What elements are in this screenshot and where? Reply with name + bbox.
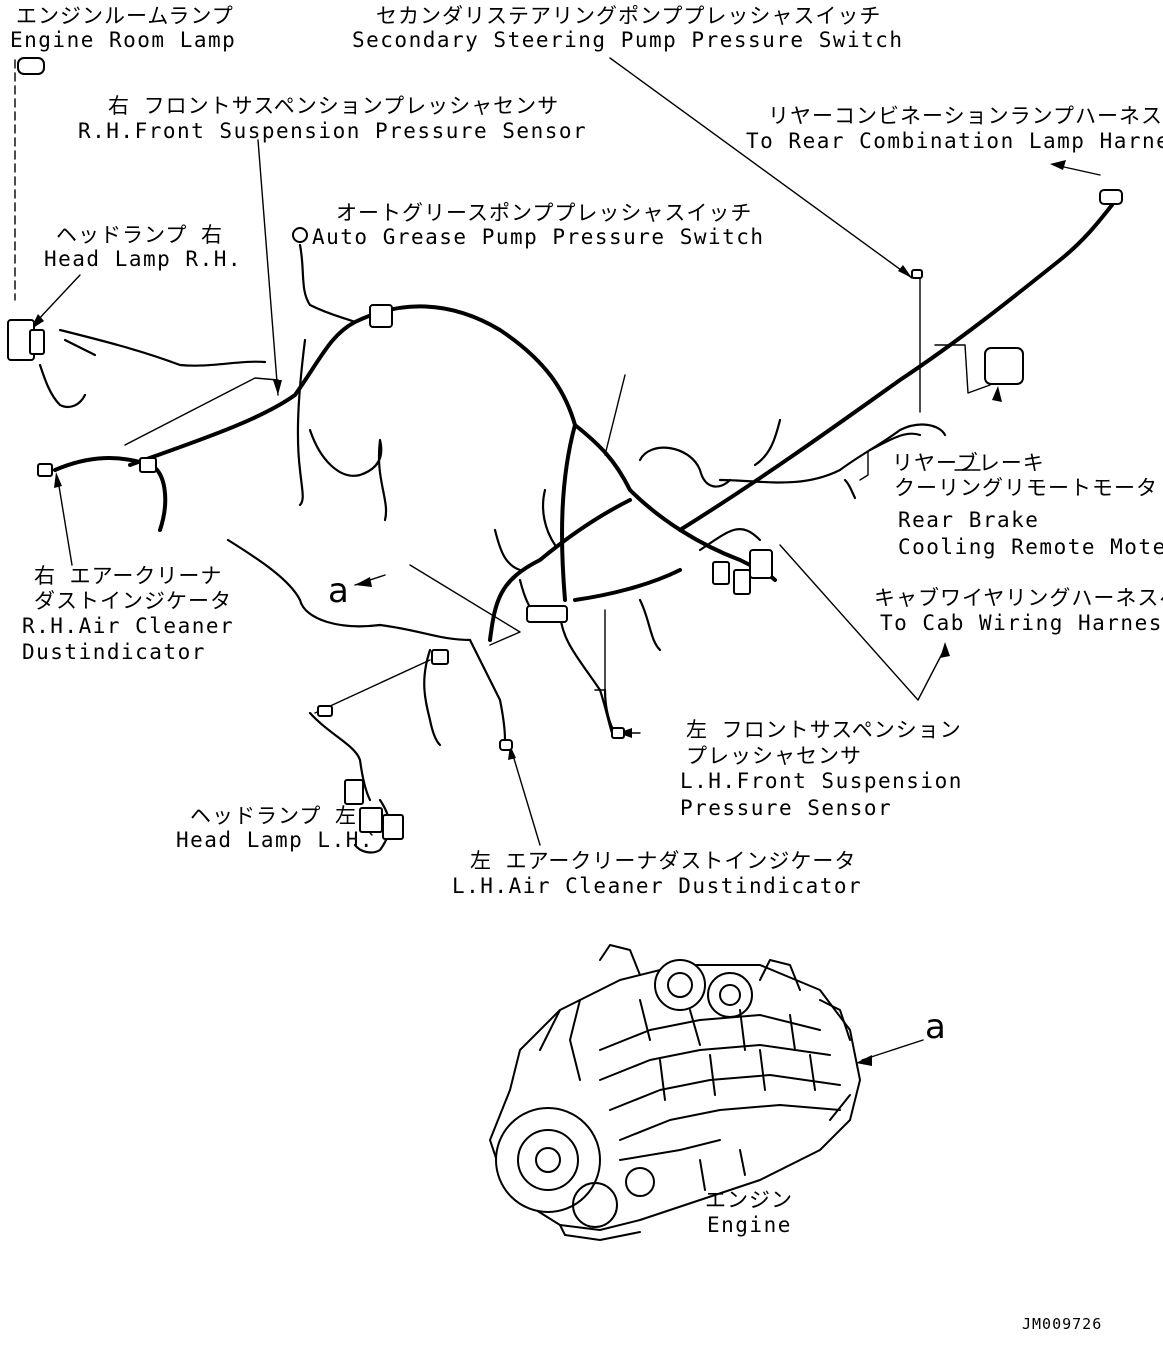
head-lamp-rh-label-jp: ヘッドランプ 右 <box>56 223 224 247</box>
engine-label: Engine <box>707 1213 792 1237</box>
arrow-heads <box>30 160 1066 1066</box>
detail-a-engine-callout: a <box>925 1007 946 1047</box>
rh-air-cleaner-label-jp-2: ダストインジケータ <box>34 589 232 613</box>
lh-front-suspension-label-1: L.H.Front Suspension <box>680 769 963 793</box>
cab-wiring-label-jp: キャブワイヤリングハーネスへ <box>874 586 1163 610</box>
lh-front-suspension-label-jp-2: プレッシャセンサ <box>686 744 862 768</box>
detail-a-callout: a <box>328 571 349 611</box>
auto-grease-label: Auto Grease Pump Pressure Switch <box>312 225 765 249</box>
drawing-code: JM009726 <box>1022 1315 1103 1333</box>
rear-combination-label: To Rear Combination Lamp Harness <box>746 129 1163 153</box>
secondary-steering-label: Secondary Steering Pump Pressure Switch <box>352 28 904 52</box>
rh-front-suspension-label-jp: 右 フロントサスペンションプレッシャセンサ <box>108 94 560 118</box>
lh-front-suspension-label-jp-1: 左 フロントサスペンション <box>686 718 962 742</box>
cab-wiring-label: To Cab Wiring Harness <box>880 611 1163 635</box>
head-lamp-lh-label: Head Lamp L.H. <box>176 828 375 852</box>
rear-brake-label-1: Rear Brake <box>898 508 1040 532</box>
rear-brake-label-2: Cooling Remote Moter <box>898 535 1163 559</box>
rear-combination-label-jp: リヤーコンビネーションランプハーネスへ <box>768 104 1163 128</box>
engine-label-jp: エンジン <box>705 1188 793 1212</box>
rh-air-cleaner-label-1: R.H.Air Cleaner <box>22 614 235 638</box>
rh-front-suspension-label: R.H.Front Suspension Pressure Sensor <box>78 119 588 143</box>
head-lamp-lh-label-jp: ヘッドランプ 左 <box>190 804 358 828</box>
head-lamp-rh-label: Head Lamp R.H. <box>44 247 243 271</box>
auto-grease-label-jp: オートグリースポンププレッシャスイッチ <box>336 201 753 225</box>
lh-air-cleaner-label-jp: 左 エアークリーナダストインジケータ <box>470 849 857 873</box>
lh-front-suspension-label-2: Pressure Sensor <box>680 796 893 820</box>
rh-air-cleaner-label-jp-1: 右 エアークリーナ <box>34 564 223 588</box>
engine-room-lamp-label-jp: エンジンルームランプ <box>16 4 234 28</box>
connectors <box>7 57 1123 840</box>
secondary-steering-label-jp: セカンダリステアリングポンププレッシャスイッチ <box>376 4 882 28</box>
rh-air-cleaner-label-2: Dustindicator <box>22 640 206 664</box>
lh-air-cleaner-label: L.H.Air Cleaner Dustindicator <box>452 874 863 898</box>
engine-illustration <box>489 944 861 1241</box>
engine-room-lamp-label: Engine Room Lamp <box>10 28 237 52</box>
rear-brake-label-jp-2: クーリングリモートモータ <box>894 476 1158 500</box>
rear-brake-label-jp-1: リヤーブレーキ <box>892 451 1045 475</box>
